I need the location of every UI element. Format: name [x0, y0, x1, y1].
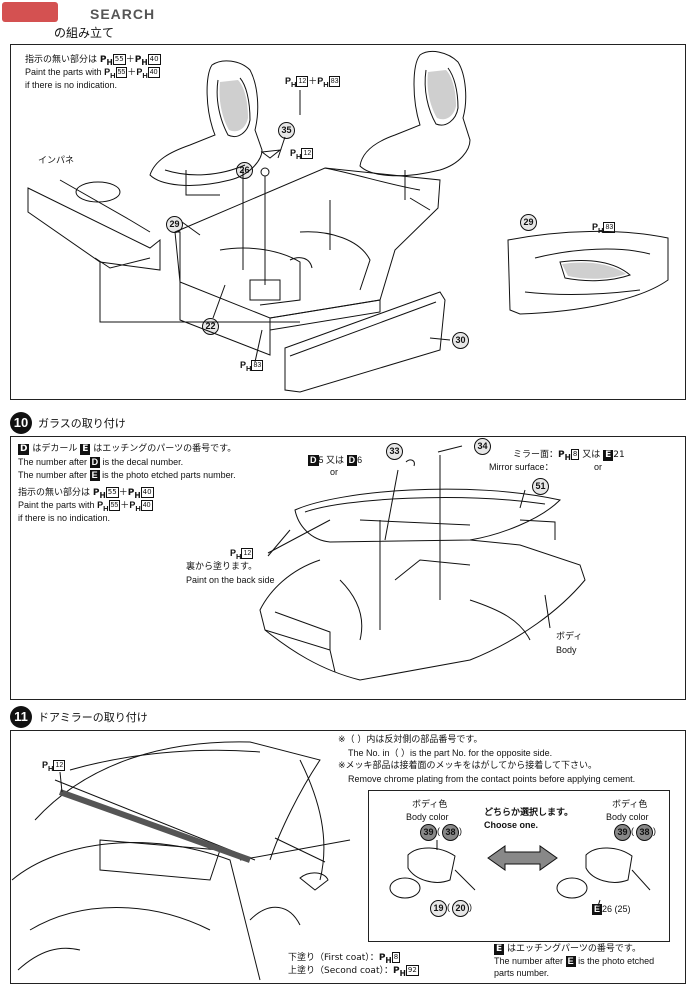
opt2-body-color-en: Body color — [606, 812, 649, 822]
mirror-surface-en: Mirror surface： or — [489, 462, 603, 472]
back-side-en: Paint on the back side — [186, 575, 275, 585]
opt1-part-39: 39 — [420, 824, 437, 841]
door-part-29-badge: 29 — [520, 214, 537, 231]
choose-one-jp: どちらか選択します。 — [484, 808, 574, 818]
opt1-part-38: 38 — [442, 824, 459, 841]
step10-etch-en: The number after E is the photo etched p… — [18, 470, 236, 481]
opt2-part-39: 39 — [614, 824, 631, 841]
part-20-paren: ) — [469, 902, 472, 912]
step11-etch-en: The number after E is the photo etched — [494, 956, 655, 967]
inpane-label: インパネ — [38, 156, 75, 166]
part-29-badge: 29 — [166, 216, 183, 233]
part-20-badge: 20 — [452, 900, 469, 917]
logo-text: SEARCH — [90, 6, 156, 22]
body-label-jp: ボディ — [556, 632, 583, 642]
back-side-jp: 裏から塗ります。 — [186, 562, 258, 572]
body-label-en: Body — [556, 645, 577, 655]
step11-etch-jp: E はエッチングパーツの番号です。 — [494, 944, 641, 955]
step10-number: 10 — [10, 412, 32, 434]
part-30-badge: 30 — [452, 332, 469, 349]
part-33-badge: 33 — [386, 443, 403, 460]
opt1-body-color-jp: ボディ色 — [412, 800, 448, 810]
choose-one-en: Choose one. — [484, 820, 539, 830]
opt2-paren-close: ) — [653, 826, 656, 836]
part-34-badge: 34 — [474, 438, 491, 455]
step10-decal-jp: D はデカール E はエッチングのパーツの番号です。 — [18, 444, 237, 455]
part-22-badge: 22 — [202, 318, 219, 335]
opt2-part-38: 38 — [636, 824, 653, 841]
opt2-paren-open: ( — [631, 826, 634, 836]
note2-jp: ※メッキ部品は接着面のメッキをはがしてから接着して下さい。 — [338, 761, 598, 771]
site-logo: SEARCH — [2, 2, 162, 30]
part-19-paren: ( — [447, 902, 450, 912]
decal-or: or — [330, 467, 339, 477]
mirror-options-box — [368, 790, 670, 942]
opt1-paren-open: ( — [437, 826, 440, 836]
opt1-paren-close: ) — [459, 826, 462, 836]
opt2-body-color-jp: ボディ色 — [612, 800, 648, 810]
step11-etch-en3: parts number. — [494, 968, 550, 978]
step10-decal-en: The number after D is the decal number. — [18, 457, 184, 468]
step11-title: ドアミラーの取り付け — [38, 711, 148, 724]
part-19-badge: 19 — [430, 900, 447, 917]
part-26-badge: 26 — [236, 162, 253, 179]
opt1-body-color-en: Body color — [406, 812, 449, 822]
step10-note-en2: if there is no indication. — [18, 513, 111, 523]
part-51-badge: 51 — [532, 478, 549, 495]
note1-en: The No. in（ ）is the part No. for the opp… — [348, 748, 553, 758]
note1-jp: ※（ ）内は反対側の部品番号です。 — [338, 735, 483, 745]
step9-note-en2: if there is no indication. — [25, 80, 118, 90]
step11-number: 11 — [10, 706, 32, 728]
part-35-badge: 35 — [278, 122, 295, 139]
step9-panel — [10, 44, 686, 400]
note2-en: Remove chrome plating from the contact p… — [348, 774, 636, 784]
step10-title: ガラスの取り付け — [38, 417, 126, 430]
page-title: の組み立て — [54, 26, 115, 40]
